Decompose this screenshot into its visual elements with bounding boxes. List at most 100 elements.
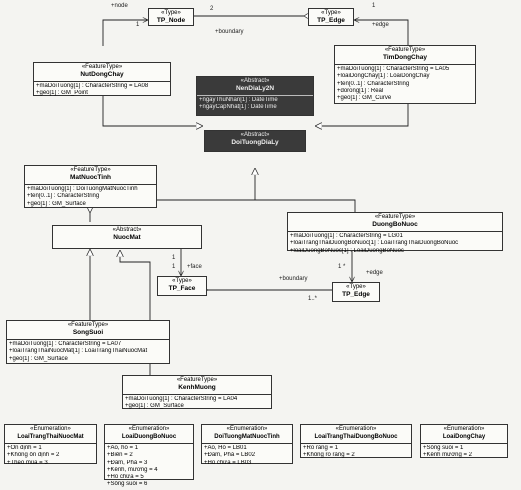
attribute: +geo[1] : GM_Surface <box>9 355 68 362</box>
class-name: NuocMat <box>113 234 141 241</box>
stereotype: «Type» <box>321 10 341 16</box>
multiplicity-label: 1 * <box>338 264 346 270</box>
attribute: +ngayCapNhat[1] : DateTime <box>199 104 277 111</box>
class-name: DuongBoNuoc <box>372 221 418 228</box>
stereotype: «FeatureType» <box>70 167 111 173</box>
stereotype: «Enumeration» <box>30 426 71 432</box>
tim-generalization <box>322 104 409 127</box>
enum-literal: +Kênh, mương = 4 <box>107 466 158 473</box>
stereotype: «Enumeration» <box>226 426 268 432</box>
attribute-list: +maDoiTuong[1] : CharacterString = LA07 … <box>7 340 169 364</box>
attribute-list: +ngayThuNhan[1] : DateTime +ngayCapNhat[… <box>197 96 313 113</box>
stereotype: «Abstract» <box>240 78 270 84</box>
class-song-suoi[interactable]: «FeatureType» SongSuoi +maDoiTuong[1] : … <box>6 320 170 364</box>
stereotype: «FeatureType» <box>81 64 123 70</box>
attribute: +loaiTrangThaiNuocMat[1] : LoaiTrangThai… <box>9 348 148 355</box>
class-tp-node[interactable]: «Type» TP_Node <box>148 8 194 26</box>
class-nen-dia-ly[interactable]: «Abstract» NenDiaLy2N +ngayThuNhan[1] : … <box>196 76 314 116</box>
class-name: KenhMuong <box>178 384 216 391</box>
attribute: +geo[1] : GM_Surface <box>27 200 86 207</box>
tim-edge-association <box>354 20 409 45</box>
stereotype: «Type» <box>172 278 192 284</box>
stereotype: «Abstract» <box>240 132 270 138</box>
role-label-boundary: +boundary <box>279 276 308 282</box>
role-label-edge: +edge <box>366 270 383 276</box>
attribute: +loaiDongChay[1] : LoaiDongChay <box>337 73 430 80</box>
multiplicity-label: 1 <box>372 3 376 9</box>
enum-literal: +Không rõ ràng = 2 <box>303 452 355 459</box>
enum-literal: +Ao, Hồ = LB01 <box>204 445 247 451</box>
class-name: TP_Node <box>156 17 186 24</box>
enum-literal: +Hồ chứa = 5 <box>107 474 144 481</box>
enum-literal: +Đầm, Phá = 3 <box>107 459 148 466</box>
attribute: +maDoiTuong[1] : CharacterString = LA07 <box>9 341 122 347</box>
stereotype: «Type» <box>346 284 366 290</box>
class-tim-dong-chay[interactable]: «FeatureType» TimDongChay +maDoiTuong[1]… <box>334 45 476 104</box>
class-name: TP_Edge <box>317 17 345 24</box>
class-tp-edge-bottom[interactable]: «Type» TP_Edge <box>332 282 380 302</box>
attribute-list: +Sông suối = 1 +Kênh mương = 2 <box>421 444 507 461</box>
attribute-list: +Ổn định = 1 +Không ổn định = 2 +Theo mù… <box>5 444 96 468</box>
enum-doi-tuong-mat-nuoc-tinh[interactable]: «Enumeration» DoiTuongMatNuocTinh +Ao, H… <box>201 424 293 466</box>
nut-node-association <box>102 20 148 46</box>
attribute-list: +Ao, Hồ = LB01 +Đầm, Phá = LB02 +Hồ chứa… <box>202 444 292 468</box>
attribute: +ngayThuNhan[1] : DateTime <box>199 97 278 103</box>
attribute: +geo[1] : GM_Surface <box>125 403 184 410</box>
attribute: +loaiDuongBoNuoc[1] : LoaiDuongBoNuoc <box>290 247 404 254</box>
attribute: +loaiTrangThaiDuongBoNuoc[1] : LoaiTrang… <box>290 240 459 247</box>
enum-literal: +Biển = 2 <box>107 452 133 459</box>
enum-literal: +Ổn định = 1 <box>7 445 42 451</box>
stereotype: «FeatureType» <box>176 377 218 383</box>
stereotype: «FeatureType» <box>374 214 416 220</box>
multiplicity-label: 1..* <box>308 296 318 302</box>
enum-loai-duong-bo-nuoc[interactable]: «Enumeration» LoaiDuongBoNuoc +Ao, hồ = … <box>104 424 194 487</box>
class-name: DoiTuongDiaLy <box>231 139 279 146</box>
attribute: +maDoiTuong[1] : CharacterString = LA08 <box>36 83 149 89</box>
attribute-list: +maDoiTuong[1] : CharacterString = LG01 … <box>288 232 502 256</box>
stereotype: «Type» <box>161 10 181 16</box>
class-kenh-muong[interactable]: «FeatureType» KenhMuong +maDoiTuong[1] :… <box>122 375 272 409</box>
role-label-node: +node <box>111 3 128 9</box>
class-name: TP_Face <box>168 285 196 292</box>
enum-loai-trang-thai-nuoc-mat[interactable]: «Enumeration» LoaiTrangThaiNuocMat +Ổn đ… <box>4 424 97 466</box>
class-nut-dong-chay[interactable]: «FeatureType» NutDongChay +maDoiTuong[1]… <box>33 62 171 96</box>
stereotype: «Enumeration» <box>443 426 485 432</box>
attribute: +geo[1] : GM_Point <box>36 90 88 97</box>
class-name: TimDongChay <box>383 54 427 61</box>
class-name: DoiTuongMatNuocTinh <box>214 434 280 440</box>
role-label-face: +face <box>187 264 202 270</box>
stereotype: «Abstract» <box>112 227 142 233</box>
stereotype: «FeatureType» <box>384 47 426 53</box>
enum-loai-trang-thai-duong-bo-nuoc[interactable]: «Enumeration» LoaiTrangThaiDuongBoNuoc +… <box>300 424 412 458</box>
multiplicity-label: 1 <box>172 255 176 261</box>
kenhmuong-generalization <box>120 250 151 375</box>
multiplicity-label: 1 <box>172 264 176 270</box>
role-label-edge: +edge <box>372 22 389 28</box>
enum-literal: +Rõ ràng = 1 <box>303 445 339 451</box>
enum-literal: +Kênh mương = 2 <box>423 452 472 459</box>
class-duong-bo-nuoc[interactable]: «FeatureType» DuongBoNuoc +maDoiTuong[1]… <box>287 212 503 254</box>
attribute-list: +maDoiTuong[1] : CharacterString = LA05 … <box>335 65 475 103</box>
class-name: LoaiTrangThaiDuongBoNuoc <box>314 434 398 440</box>
class-name: LoaiDuongBoNuoc <box>121 434 177 440</box>
attribute: +ten[0..1] : CharacterString <box>27 193 100 200</box>
class-name: NutDongChay <box>80 71 124 78</box>
class-name: SongSuoi <box>72 329 104 336</box>
class-name: MatNuocTinh <box>69 174 112 181</box>
enum-literal: +Sông suối = 1 <box>423 445 464 451</box>
stereotype: «Enumeration» <box>335 426 377 432</box>
class-tp-edge-top[interactable]: «Type» TP_Edge <box>308 8 354 26</box>
class-name: NenDiaLy2N <box>235 85 275 92</box>
attribute-list: +Rõ ràng = 1 +Không rõ ràng = 2 <box>301 444 411 461</box>
role-label-boundary: +boundary <box>215 29 244 35</box>
attribute: +maDoiTuong[1] : DoiTuongMatNuocTinh <box>27 186 138 192</box>
class-mat-nuoc-tinh[interactable]: «FeatureType» MatNuocTinh +maDoiTuong[1]… <box>24 165 157 208</box>
class-name: TP_Edge <box>342 291 370 298</box>
class-tp-face[interactable]: «Type» TP_Face <box>157 276 207 296</box>
class-nuoc-mat[interactable]: «Abstract» NuocMat <box>52 225 202 249</box>
enum-loai-dong-chay[interactable]: «Enumeration» LoaiDongChay +Sông suối = … <box>420 424 508 458</box>
enum-literal: +Theo mùa = 3 <box>7 459 48 466</box>
class-doi-tuong-dia-ly[interactable]: «Abstract» DoiTuongDiaLy <box>204 130 306 152</box>
class-name: LoaiDongChay <box>442 434 486 440</box>
